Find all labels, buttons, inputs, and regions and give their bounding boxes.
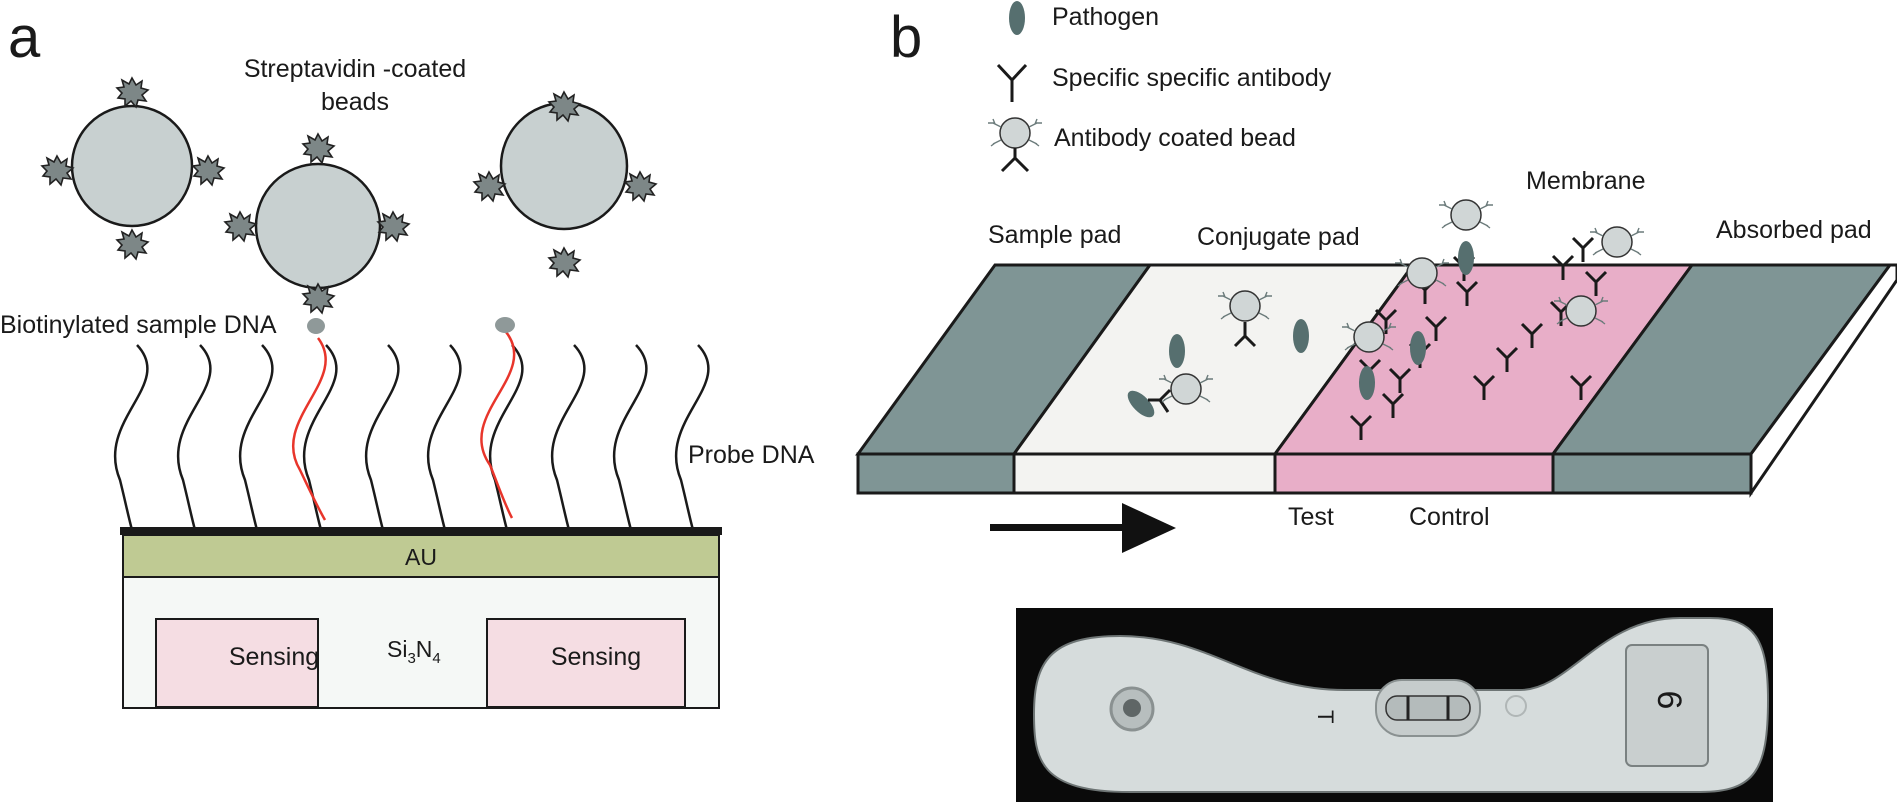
probe-dna-strands: [113, 344, 710, 531]
probe-dna-label: Probe DNA: [688, 441, 815, 469]
flow-direction-arrow: [990, 503, 1176, 553]
au-label: AU: [405, 544, 437, 570]
substrate-label: Si3N4: [387, 636, 441, 667]
streptavidin-bead-middle: [224, 133, 410, 314]
legend-antibody-label: Specific specific antibody: [1052, 64, 1332, 92]
streptavidin-bead-right: [473, 91, 657, 278]
antibody-icon: [996, 63, 1028, 102]
sensing-region-left: [155, 618, 319, 708]
legend-pathogen-label: Pathogen: [1052, 3, 1159, 31]
bead-label-line1: Streptavidin -coated: [244, 55, 466, 83]
conjugate-pad-particles: [1127, 290, 1309, 418]
sensing-label-left: Sensing: [229, 643, 319, 671]
coated-bead-icon: [987, 117, 1043, 173]
legend-coated-bead-label: Antibody coated bead: [1054, 124, 1296, 152]
test-device-photo: T 6: [1016, 608, 1773, 802]
panel-a-letter: a: [8, 5, 41, 70]
bead-label-line2: beads: [321, 88, 389, 116]
membrane-label: Membrane: [1526, 167, 1646, 195]
test-line-label: Test: [1288, 503, 1334, 531]
control-line-label: Control: [1409, 503, 1490, 531]
streptavidin-bead-left: [41, 77, 225, 260]
sample-pad-label: Sample pad: [988, 221, 1121, 249]
device-window-mark: 6: [1650, 691, 1688, 710]
pathogen-icon: [1009, 1, 1025, 35]
sample-dna-strands: [292, 317, 516, 521]
legend: Pathogen Specific specific antibody Anti…: [987, 1, 1332, 173]
panel-b-letter: b: [890, 5, 922, 70]
sensing-label-right: Sensing: [551, 643, 641, 671]
lateral-flow-strip: [855, 263, 1897, 498]
conjugate-pad-label: Conjugate pad: [1197, 223, 1360, 251]
absorbed-pad-label: Absorbed pad: [1716, 216, 1872, 244]
sample-dna-label: Biotinylated sample DNA: [0, 311, 277, 339]
sensing-region-right: [486, 618, 686, 708]
device-t-mark: T: [1313, 710, 1338, 723]
